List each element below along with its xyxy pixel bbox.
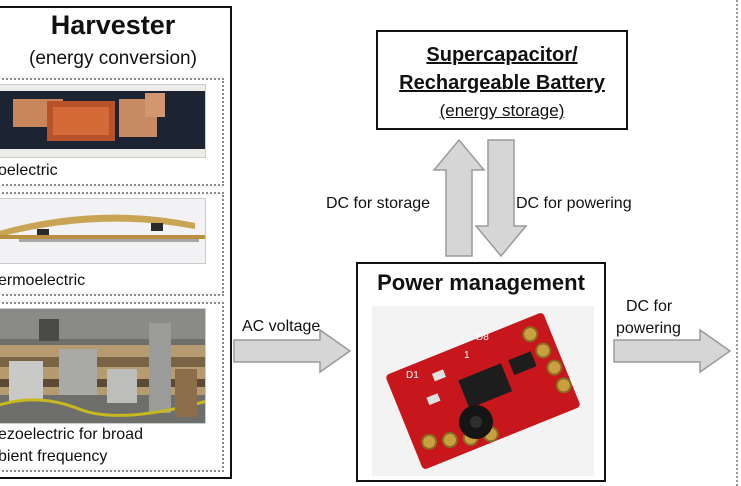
dc-storage-label: DC for storage [326,195,431,212]
power-management-title: Power management [377,270,585,295]
harvester-title: Harvester [50,10,176,40]
right-dotted-border [736,0,738,486]
piezoelectric-panel [0,78,224,186]
thermoelectric-panel [0,192,224,296]
piezoelectric-caption: oelectric [0,162,58,179]
ac-voltage-label: AC voltage [242,318,321,335]
broadband-piezo-photo [0,308,206,424]
thermoelectric-photo [0,198,206,264]
board-label-1: 1 [464,350,470,361]
board-label-d1: D1 [406,370,419,381]
thermoelectric-caption: ermoelectric [0,272,86,289]
arrow-up-storage [432,138,486,257]
arrow-right-dc-out [613,328,732,374]
dc-out-label-line2: powering [616,320,681,337]
power-management-box: Power management D1 D8 [356,262,606,482]
broadband-piezo-caption-line2: bient frequency [0,448,108,465]
broadband-piezo-panel [0,302,224,472]
board-label-d8: D8 [476,332,489,343]
dc-powering-label: DC for powering [516,195,632,212]
harvester-subtitle: (energy conversion) [29,48,197,69]
dc-out-label-line1: DC for [626,298,673,315]
piezoelectric-photo [0,84,206,158]
arrow-right-ac [233,328,352,374]
storage-subtitle: (energy storage) [439,101,565,120]
broadband-piezo-caption-line1: ezoelectric for broad [0,426,143,443]
power-management-board-photo: D1 D8 1 [372,306,594,481]
storage-box: Supercapacitor/ Rechargeable Battery (en… [376,30,628,130]
storage-title-line1: Supercapacitor/ [426,44,578,66]
storage-title-line2: Rechargeable Battery [399,72,605,94]
arrow-down-powering [474,139,528,258]
